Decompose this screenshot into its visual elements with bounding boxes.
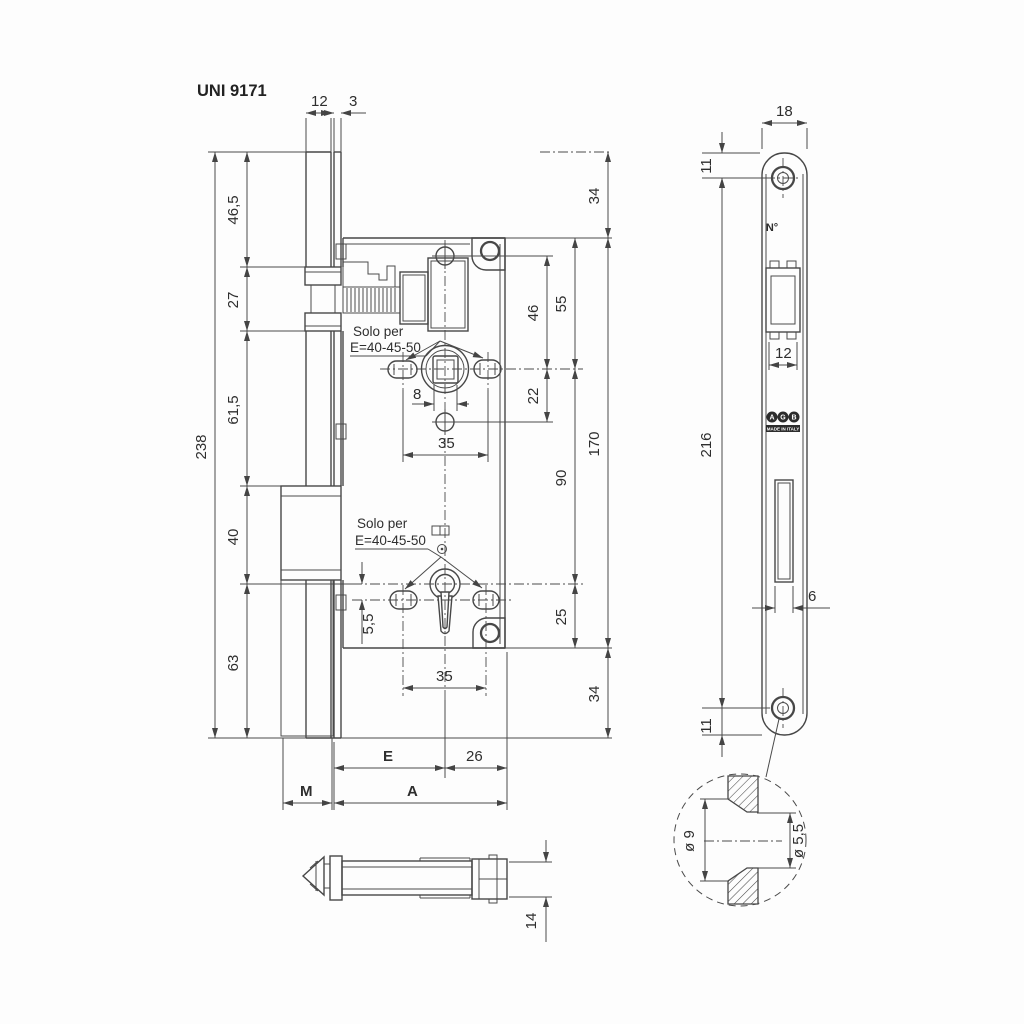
dim-90-label: 90 bbox=[553, 470, 570, 487]
dim-bottom: E 26 M A bbox=[282, 652, 508, 810]
logo-letter-g: G bbox=[780, 415, 786, 422]
dim-12-faceplate: 12 bbox=[768, 342, 798, 370]
dim-14-label: 14 bbox=[523, 913, 540, 930]
dim-3-label: 3 bbox=[349, 93, 357, 110]
svg-text:Solo per: Solo per bbox=[357, 516, 408, 531]
dim-238-label: 238 bbox=[193, 434, 210, 459]
dim-14: 14 bbox=[509, 840, 552, 942]
case-corner-tab-top bbox=[471, 237, 506, 271]
dim-34-top-label: 34 bbox=[586, 188, 603, 205]
dim-18-label: 18 bbox=[776, 103, 793, 120]
spindle-shaft bbox=[341, 860, 473, 896]
dim-m-label: M bbox=[300, 783, 313, 800]
dim-5-5-label: 5,5 bbox=[360, 614, 377, 635]
dim-dia-9: ø 9 bbox=[681, 798, 729, 882]
dim-35-lower-label: 35 bbox=[436, 668, 453, 685]
svg-text:Solo per: Solo per bbox=[353, 324, 404, 339]
fixing-clip-top bbox=[335, 243, 347, 260]
key-reference-box bbox=[280, 579, 334, 737]
dim-11-bottom-label: 11 bbox=[698, 718, 715, 734]
dim-12-label: 12 bbox=[311, 93, 328, 110]
deadbolt-slot bbox=[774, 479, 794, 583]
case-corner-tab-bottom bbox=[472, 617, 506, 649]
countersink-section-top bbox=[727, 775, 759, 813]
dim-5-5: 5,5 bbox=[359, 562, 377, 644]
dim-dia-5-5: ø 5,5 bbox=[757, 812, 807, 869]
note-upper: Solo per E=40-45-50 bbox=[350, 324, 484, 361]
dim-square-8: 8 bbox=[412, 385, 469, 411]
faceplate-screw-hole-bottom bbox=[765, 688, 796, 778]
dim-216: 216 bbox=[698, 178, 725, 708]
dim-35-lower: 35 bbox=[402, 585, 487, 696]
fixing-clip-middle bbox=[335, 423, 347, 440]
dim-25-label: 25 bbox=[553, 609, 570, 626]
dim-dia-5-5-label: ø 5,5 bbox=[790, 824, 807, 858]
spindle-part-view: 14 bbox=[301, 840, 552, 942]
dim-63-label: 63 bbox=[225, 655, 242, 672]
dim-right-chain: 34 55 46 22 170 90 25 34 bbox=[341, 151, 612, 739]
dim-18: 18 bbox=[761, 103, 808, 149]
dim-22-label: 22 bbox=[525, 388, 542, 405]
tab-screw-hole-bottom bbox=[479, 622, 501, 644]
dim-left-chain: 46,5 27 61,5 238 40 63 bbox=[193, 151, 352, 739]
faceplate-screw-hole-top bbox=[765, 158, 801, 198]
dim-170-label: 170 bbox=[586, 431, 603, 456]
dim-26-label: 26 bbox=[466, 748, 483, 765]
agb-logo: A G B MADE IN ITALY bbox=[766, 411, 800, 432]
dim-11-top-label: 11 bbox=[698, 158, 715, 174]
dim-27-label: 27 bbox=[225, 292, 242, 309]
standard-title: UNI 9171 bbox=[197, 82, 267, 100]
spindle-tip bbox=[301, 855, 325, 897]
dim-61-5-label: 61,5 bbox=[225, 395, 242, 424]
serial-number-label: N° bbox=[766, 222, 778, 234]
latch-bolt bbox=[304, 266, 342, 332]
dim-top: 12 3 bbox=[305, 93, 366, 152]
spindle-collar bbox=[329, 855, 343, 901]
latch-follower-small bbox=[399, 271, 429, 325]
dim-dia-9-label: ø 9 bbox=[681, 830, 698, 852]
dim-34-bottom-label: 34 bbox=[586, 686, 603, 703]
dim-e-label: E bbox=[383, 748, 393, 765]
dim-12-faceplate-label: 12 bbox=[775, 345, 792, 362]
logo-letter-b: B bbox=[791, 415, 796, 422]
dim-55-label: 55 bbox=[553, 296, 570, 313]
dim-8-label: 8 bbox=[413, 386, 421, 403]
svg-text:E=40-45-50: E=40-45-50 bbox=[350, 340, 421, 355]
countersink-detail-view: ø 9 ø 5,5 bbox=[673, 773, 807, 907]
detail-leader-line bbox=[765, 718, 780, 778]
tab-screw-hole-top bbox=[479, 240, 501, 262]
main-lock-side-view: Solo per E=40-45-50 Solo per E=40-45-50 … bbox=[193, 93, 612, 810]
dim-35-upper-label: 35 bbox=[438, 435, 455, 452]
note-lower: Solo per E=40-45-50 bbox=[355, 516, 483, 590]
logo-letter-a: A bbox=[769, 415, 774, 422]
faceplate-outline bbox=[761, 152, 808, 736]
fixing-clip-bottom bbox=[335, 594, 347, 611]
dim-35-upper: 35 bbox=[402, 390, 489, 462]
dim-46-5-label: 46,5 bbox=[225, 195, 242, 224]
cylinder-fixing-screw bbox=[431, 525, 450, 554]
latch-opening bbox=[765, 260, 801, 340]
dim-a-label: A bbox=[407, 783, 418, 800]
detail-boundary-circle bbox=[673, 773, 807, 907]
dim-11-top: 11 bbox=[698, 132, 768, 199]
faceplate-side-strip bbox=[305, 151, 342, 739]
latch-mechanism bbox=[342, 257, 469, 332]
faceplate-front-view: 18 11 N° 12 bbox=[698, 103, 830, 778]
dim-11-bottom: 11 bbox=[698, 707, 770, 757]
dim-6: 6 bbox=[752, 586, 830, 613]
dim-6-label: 6 bbox=[808, 588, 816, 605]
dim-216-label: 216 bbox=[698, 432, 715, 457]
made-in-italy-label: MADE IN ITALY bbox=[767, 427, 800, 432]
lock-case bbox=[342, 237, 506, 649]
svg-text:E=40-45-50: E=40-45-50 bbox=[355, 533, 426, 548]
latch-follower-large bbox=[427, 257, 469, 332]
countersink-section-bottom bbox=[727, 867, 759, 905]
dim-46-label: 46 bbox=[525, 305, 542, 322]
deadbolt bbox=[280, 485, 342, 737]
dim-40-label: 40 bbox=[225, 529, 242, 546]
